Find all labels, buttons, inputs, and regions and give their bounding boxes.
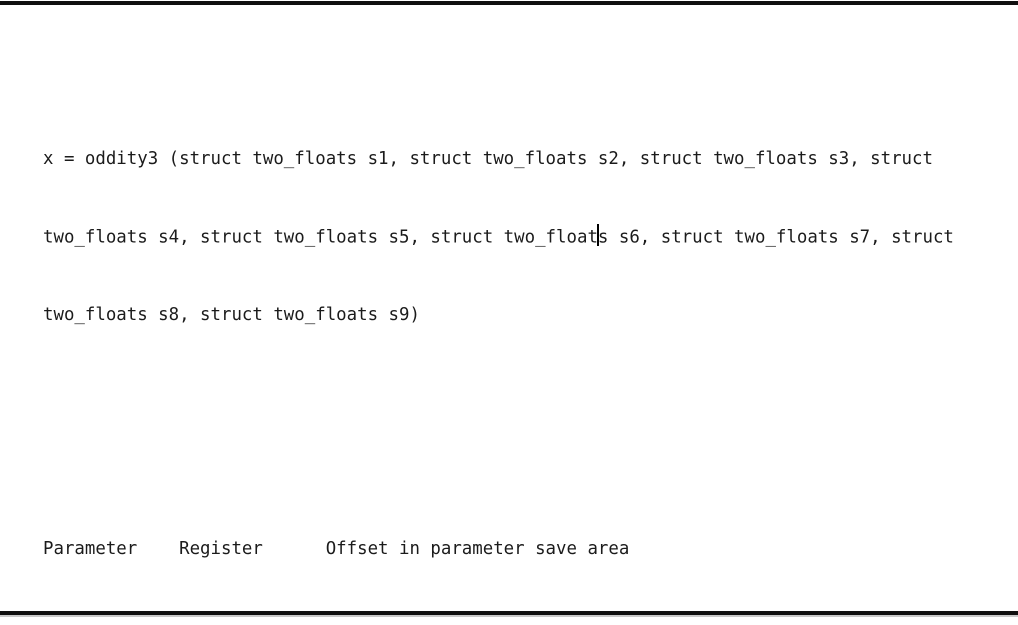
code-line-2-after-cursor: s s6, struct two_floats s7, struct xyxy=(597,227,954,248)
parameter-table: Parameter Register Offset in parameter s… xyxy=(43,484,954,625)
bottom-rule xyxy=(0,611,1018,615)
column-header-offset: Offset in parameter save area xyxy=(325,539,630,559)
text-cursor xyxy=(596,224,599,246)
code-line-3: two_floats s8, struct two_floats s9) xyxy=(43,305,420,325)
top-rule xyxy=(0,1,1018,5)
document-content: x = oddity3 (struct two_floats s1, struc… xyxy=(43,16,954,625)
table-header-row: Parameter Register Offset in parameter s… xyxy=(43,536,954,562)
column-header-parameter: Parameter xyxy=(43,539,138,559)
function-signature[interactable]: x = oddity3 (struct two_floats s1, struc… xyxy=(43,94,954,380)
column-header-register: Register xyxy=(179,539,263,559)
code-line-2-before-cursor: two_floats s4, struct two_floats s5, str… xyxy=(43,227,598,248)
code-line-2: two_floats s4, struct two_floats s5, str… xyxy=(43,224,954,250)
code-line-1: x = oddity3 (struct two_floats s1, struc… xyxy=(43,149,933,169)
